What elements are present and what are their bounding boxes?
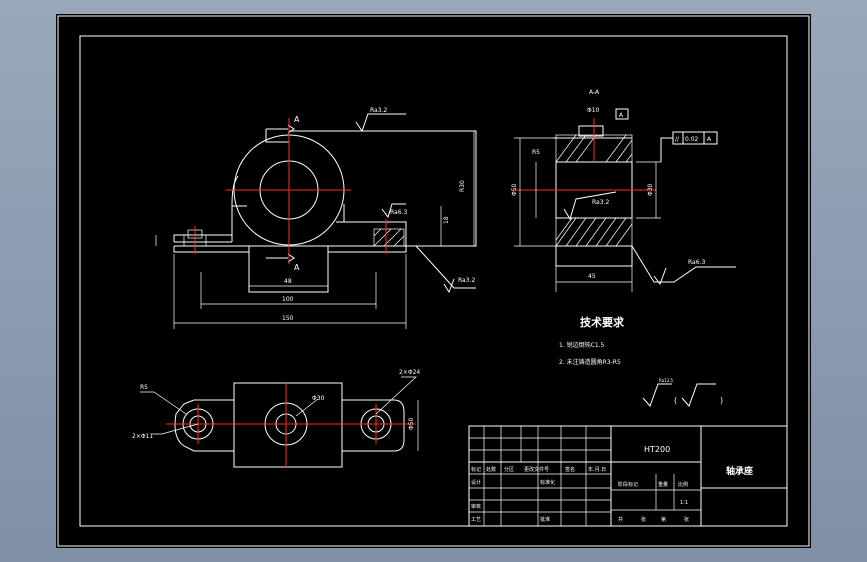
tb-sheet-3: 张 (684, 516, 689, 523)
tb-scale-value: 1:1 (680, 500, 688, 506)
tb-row-label-5: 年.月.日 (588, 466, 606, 473)
drawing-sheet[interactable]: A A Ra3.2 Ra6.3 Ra3.2 (56, 14, 811, 548)
dim-t: 18 (443, 216, 450, 224)
tb-designer: 设计 (471, 479, 481, 486)
tolerance-datum: A (707, 136, 712, 143)
technical-drawing: A A Ra3.2 Ra6.3 Ra3.2 (57, 15, 810, 547)
tb-weight: 重量 (658, 481, 668, 488)
dim-45: 45 (588, 273, 596, 280)
tech-req-item-2: 2. 未注铸造圆角R3-R5 (559, 358, 621, 366)
tb-sheet-0: 共 (618, 516, 623, 523)
dim-100: 100 (282, 296, 294, 303)
dim-phi30: Φ30 (647, 183, 654, 196)
dim-r5-top: R5 (140, 384, 148, 391)
datum-a: A (619, 112, 624, 119)
dim-phi50: Φ50 (511, 183, 518, 196)
roughness-top: Ra3.2 (370, 107, 387, 114)
dim-r5: R5 (532, 149, 540, 156)
dim-phi30-top: Φ30 (312, 395, 325, 402)
inner-border (79, 35, 788, 527)
roughness-bore: Ra3.2 (592, 199, 609, 206)
top-view: R5 2×Φ11 2×Φ24 Φ30 Φ50 (132, 369, 420, 468)
tolerance-symbol: // (675, 136, 680, 143)
dim-2xphi11: 2×Φ11 (132, 433, 153, 440)
dim-150: 150 (282, 315, 294, 322)
general-roughness-symbol: Ra12.5 ( ) (642, 378, 723, 407)
dim-phi50-top: Φ50 (408, 417, 415, 430)
tb-scale: 比例 (678, 481, 688, 488)
tech-requirements: 技术要求 1. 锐边倒钝C1.5 2. 未注铸造圆角R3-R5 (559, 315, 625, 366)
tb-row-label-4: 签名 (565, 466, 575, 473)
dim-48: 48 (284, 278, 292, 285)
tb-row-label-3: 更改文件号 (524, 466, 549, 473)
dim-r30: R30 (459, 180, 466, 192)
tb-process: 工艺 (471, 517, 481, 523)
tb-row-label-0: 标记 (471, 466, 481, 473)
dim-2xphi24: 2×Φ24 (399, 369, 420, 376)
tb-standardization: 标准化 (540, 479, 555, 486)
tolerance-frame: // 0.02 A (660, 131, 718, 162)
section-label-a-bottom: A (294, 263, 300, 272)
section-title: A-A (589, 89, 600, 96)
tb-row-label-1: 处数 (486, 466, 496, 473)
roughness-shoulder: Ra6.3 (390, 209, 407, 216)
tb-sheet-2: 第 (661, 516, 666, 523)
title-block: HT200 轴承座 标记 处数 分区 更改文件号 签名 年.月.日 设计 标准化… (468, 425, 788, 527)
section-view-a-a: A-A (511, 89, 736, 292)
front-view: A A Ra3.2 Ra6.3 Ra3.2 (155, 107, 477, 329)
roughness-bottom-left: Ra3.2 (458, 277, 475, 284)
paren-close: ) (720, 396, 723, 405)
material: HT200 (644, 445, 670, 454)
tb-approve: 批准 (540, 516, 550, 523)
tb-row-label-2: 分区 (504, 466, 514, 473)
outer-border (57, 15, 810, 547)
tb-sheet-1: 张 (641, 516, 646, 523)
dim-phi10: Φ10 (587, 107, 600, 114)
paren-open: ( (674, 396, 677, 405)
roughness-right: Ra6.3 (688, 259, 705, 266)
part-name: 轴承座 (726, 465, 753, 477)
tb-stage-mark: 阶段标记 (618, 481, 638, 488)
tech-req-title: 技术要求 (580, 315, 625, 329)
tb-reviewer: 审核 (471, 503, 481, 510)
tolerance-value: 0.02 (685, 136, 699, 143)
section-label-a-top: A (294, 115, 300, 124)
tech-req-item-1: 1. 锐边倒钝C1.5 (559, 341, 605, 349)
roughness-general: Ra12.5 (659, 378, 674, 383)
